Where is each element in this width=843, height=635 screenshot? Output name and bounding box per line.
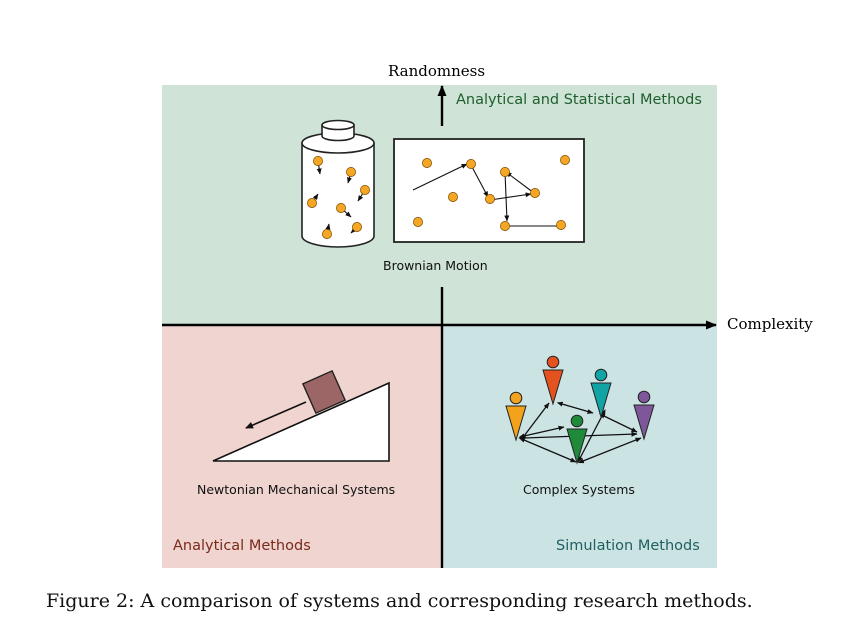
particle-icon xyxy=(500,167,510,177)
walk-arrow xyxy=(489,192,532,201)
agent-interaction-arrows xyxy=(518,401,642,464)
cylinder-particles xyxy=(307,156,370,239)
agent-icon xyxy=(505,391,527,442)
y-axis-label: Randomness xyxy=(388,62,486,80)
cylinder-container-icon xyxy=(301,119,375,248)
walk-arrow xyxy=(470,164,489,198)
particle-icon xyxy=(448,192,458,202)
interaction-arrow xyxy=(599,413,638,433)
interaction-arrow xyxy=(518,437,577,463)
walk-arrow xyxy=(505,171,535,194)
particle-icon xyxy=(360,185,370,195)
agent-icon xyxy=(633,390,655,441)
box-particles xyxy=(413,155,570,231)
particle-icon xyxy=(560,155,570,165)
quadrant-top-title: Analytical and Statistical Methods xyxy=(456,92,702,108)
walk-arrow xyxy=(412,163,468,191)
force-arrow xyxy=(245,401,307,429)
particle-icon xyxy=(346,167,356,177)
newtonian-label: Newtonian Mechanical Systems xyxy=(197,482,396,497)
particle-icon xyxy=(422,158,432,168)
agents-group xyxy=(505,355,655,465)
x-axis-label: Complexity xyxy=(727,315,813,333)
agent-icon xyxy=(542,355,564,406)
box-icon xyxy=(393,138,585,243)
brownian-motion-label: Brownian Motion xyxy=(383,258,488,273)
random-walk-arrows xyxy=(412,163,564,229)
particle-icon xyxy=(352,222,362,232)
interaction-arrow xyxy=(577,409,606,463)
particle-icon xyxy=(466,159,476,169)
particle-icon xyxy=(485,194,495,204)
agent-icon xyxy=(590,368,612,419)
complex-systems-label: Complex Systems xyxy=(523,482,635,497)
particle-icon xyxy=(307,198,317,208)
inclined-plane-icon xyxy=(212,381,390,462)
figure-caption: Figure 2: A comparison of systems and co… xyxy=(46,590,753,612)
quadrant-bottom-left-title: Analytical Methods xyxy=(173,538,311,554)
agent-icon xyxy=(566,414,588,465)
particle-icon xyxy=(313,156,323,166)
particle-icon xyxy=(413,217,423,227)
particle-icon xyxy=(530,188,540,198)
particle-icon xyxy=(336,203,346,213)
sliding-block xyxy=(301,369,347,415)
walk-arrow xyxy=(504,171,510,222)
particle-icon xyxy=(556,220,566,230)
particle-icon xyxy=(500,221,510,231)
particle-icon xyxy=(322,229,332,239)
quadrant-bottom-right-title: Simulation Methods xyxy=(556,538,700,554)
